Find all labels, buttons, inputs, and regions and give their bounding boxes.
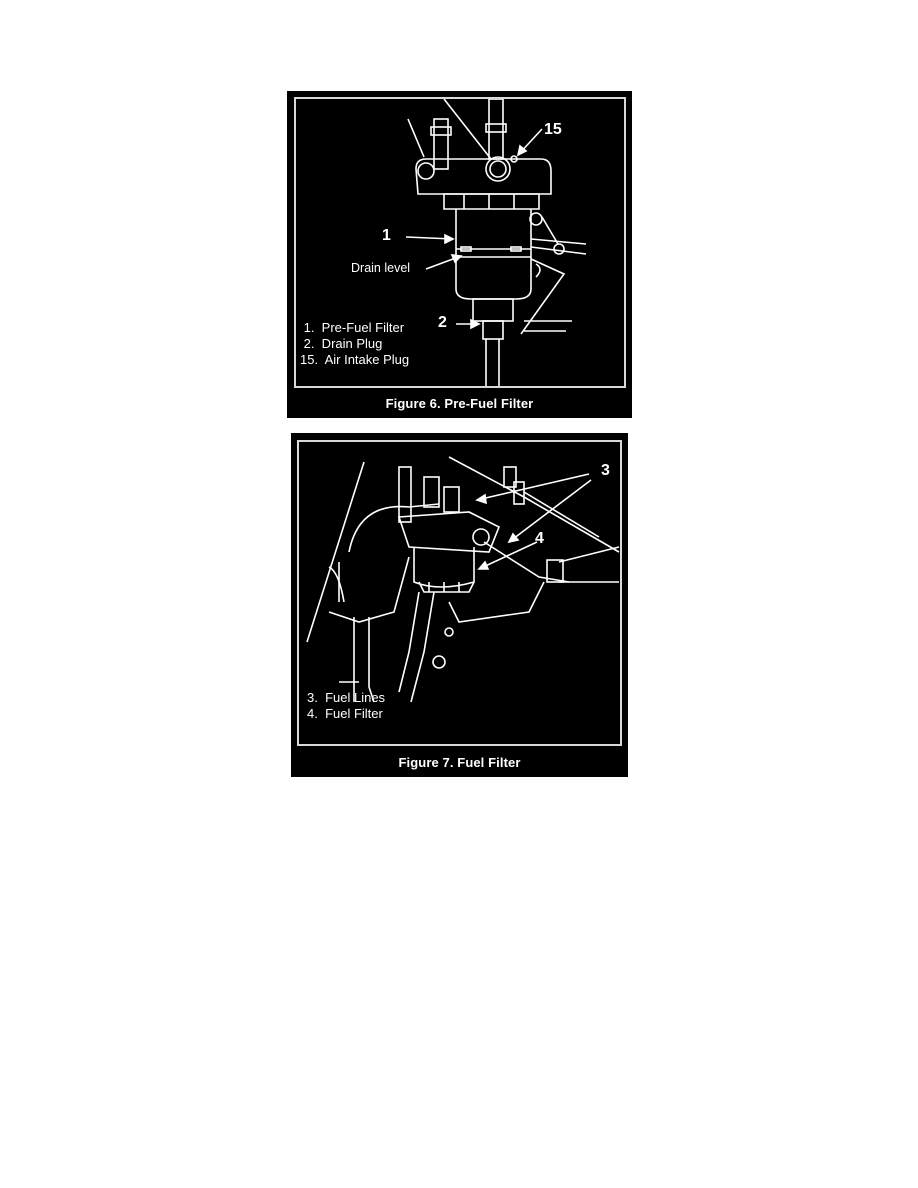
figure-7-legend: 3. Fuel Lines 4. Fuel Filter [307,690,385,722]
figure-7-illustration-frame: 3 4 3. Fuel Lines 4. Fuel Filter [297,440,622,746]
callout-1: 1 [382,227,391,244]
callout-2: 2 [438,314,447,331]
legend-item: 3. Fuel Lines [307,690,386,705]
legend-item: 15. Air Intake Plug [300,352,410,367]
legend-item: 1. Pre-Fuel Filter [300,320,405,335]
figure-6: 15 1 2 Drain level 1. Pre-Fuel Filter 2.… [287,91,632,418]
figure-6-legend: 1. Pre-Fuel Filter 2. Drain Plug 15. Air… [300,320,409,368]
legend-item: 4. Fuel Filter [307,706,383,721]
fuel-filter-illustration [306,456,620,703]
callout-4: 4 [535,530,544,547]
callout-3: 3 [601,462,610,479]
pre-fuel-filter-illustration [405,99,587,386]
figure-7: 3 4 3. Fuel Lines 4. Fuel Filter Figure … [291,433,628,777]
callout-15: 15 [544,121,562,138]
figure-6-illustration-frame: 15 1 2 Drain level 1. Pre-Fuel Filter 2.… [294,97,626,388]
drain-level-label: Drain level [351,261,411,275]
figure-7-caption: Figure 7. Fuel Filter [398,755,521,770]
figure-6-caption: Figure 6. Pre-Fuel Filter [385,396,534,411]
legend-item: 2. Drain Plug [300,336,383,351]
